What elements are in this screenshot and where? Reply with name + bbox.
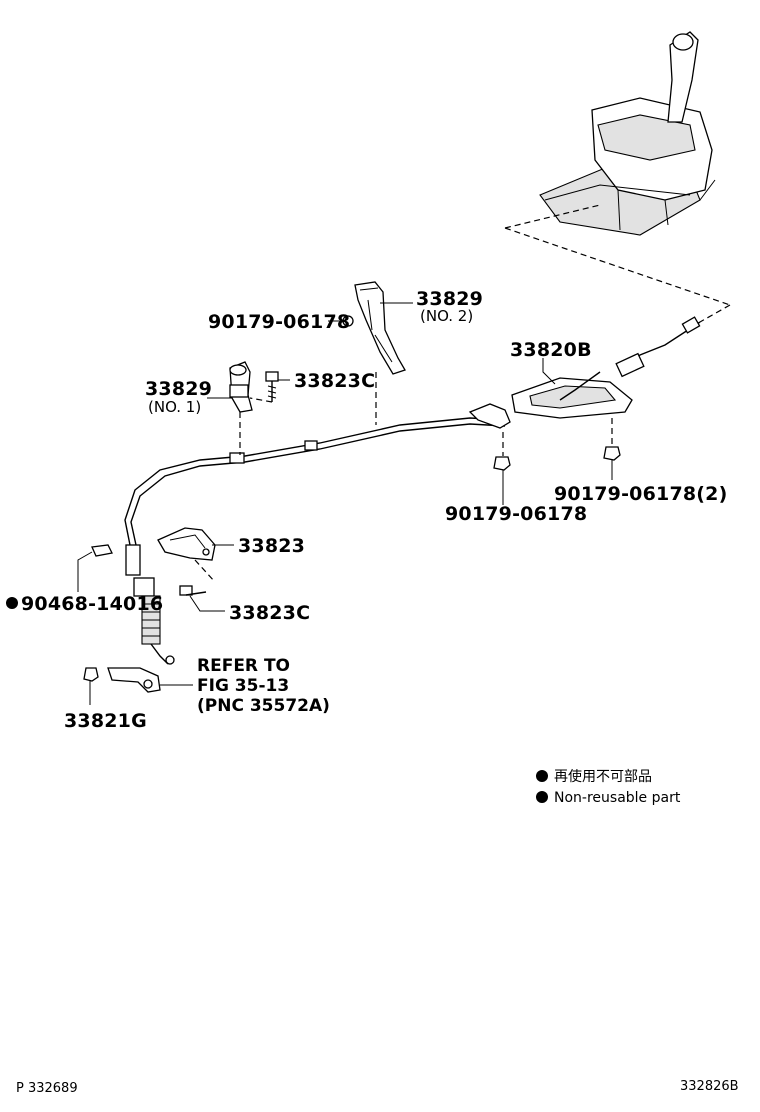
- lower-cable-end: [125, 544, 175, 665]
- label-refer-line1: REFER TO: [197, 656, 290, 676]
- bracket-33829-no1: [229, 361, 253, 413]
- label-33829-no1: 33829: [145, 378, 212, 400]
- cable-end-link-dashed: [699, 304, 731, 323]
- label-33829-no2-sub: (NO. 2): [420, 307, 473, 325]
- shift-cable-outer: [130, 423, 506, 546]
- label-33823c-top: 33823C: [294, 370, 375, 392]
- nut-90179-mid: [493, 456, 511, 471]
- label-refer-line2: FIG 35-13: [197, 676, 289, 696]
- leader-90468: [77, 551, 93, 592]
- label-33829-no2: 33829: [416, 288, 483, 310]
- footer-right-code: 332826B: [680, 1079, 739, 1094]
- label-90468: 90468-14016: [21, 593, 163, 615]
- legend-marker-ja: [536, 770, 548, 782]
- label-33823c-bottom: 33823C: [229, 602, 310, 624]
- label-33823: 33823: [238, 535, 305, 557]
- label-33821g: 33821G: [64, 710, 147, 732]
- shift-cable: [124, 417, 506, 546]
- legend-marker-en: [536, 791, 548, 803]
- cable-lever-end: [615, 316, 701, 378]
- lever-link-dashed: [504, 204, 731, 306]
- footer-left-code: P 332689: [16, 1081, 78, 1096]
- nut-90179-right: [603, 446, 621, 461]
- bolt-top-dashed: [249, 397, 273, 403]
- bracket-33829-no2: [342, 281, 406, 375]
- cable-clamp: [229, 452, 245, 464]
- bolt-33823c-bottom: [179, 585, 207, 596]
- non-reusable-marker: [6, 597, 18, 609]
- label-90179-x2: 90179-06178(2): [554, 483, 727, 505]
- label-90179-top: 90179-06178: [208, 311, 350, 333]
- leader-33820b: [542, 358, 556, 385]
- cable-clamp: [304, 440, 318, 451]
- bracket-33823: [157, 527, 216, 561]
- leader-33823c-bottom: [189, 595, 225, 612]
- bolt-33823c-top: [265, 371, 279, 402]
- lever-part: [107, 667, 161, 693]
- legend-english: Non-reusable part: [554, 790, 681, 806]
- bracket-33823-dashed: [194, 559, 216, 583]
- shift-lever-assembly: [539, 31, 716, 236]
- nut-33821g: [83, 667, 99, 682]
- legend-japanese: 再使用不可部品: [554, 768, 652, 785]
- label-refer-line3: (PNC 35572A): [197, 696, 330, 716]
- label-33829-no1-sub: (NO. 1): [148, 398, 201, 416]
- label-90179-mid: 90179-06178: [445, 503, 587, 525]
- clip-90468: [91, 544, 113, 557]
- cable-fork-end: [468, 403, 511, 429]
- cable-bracket-33820b: [511, 371, 633, 419]
- label-33820b: 33820B: [510, 339, 592, 361]
